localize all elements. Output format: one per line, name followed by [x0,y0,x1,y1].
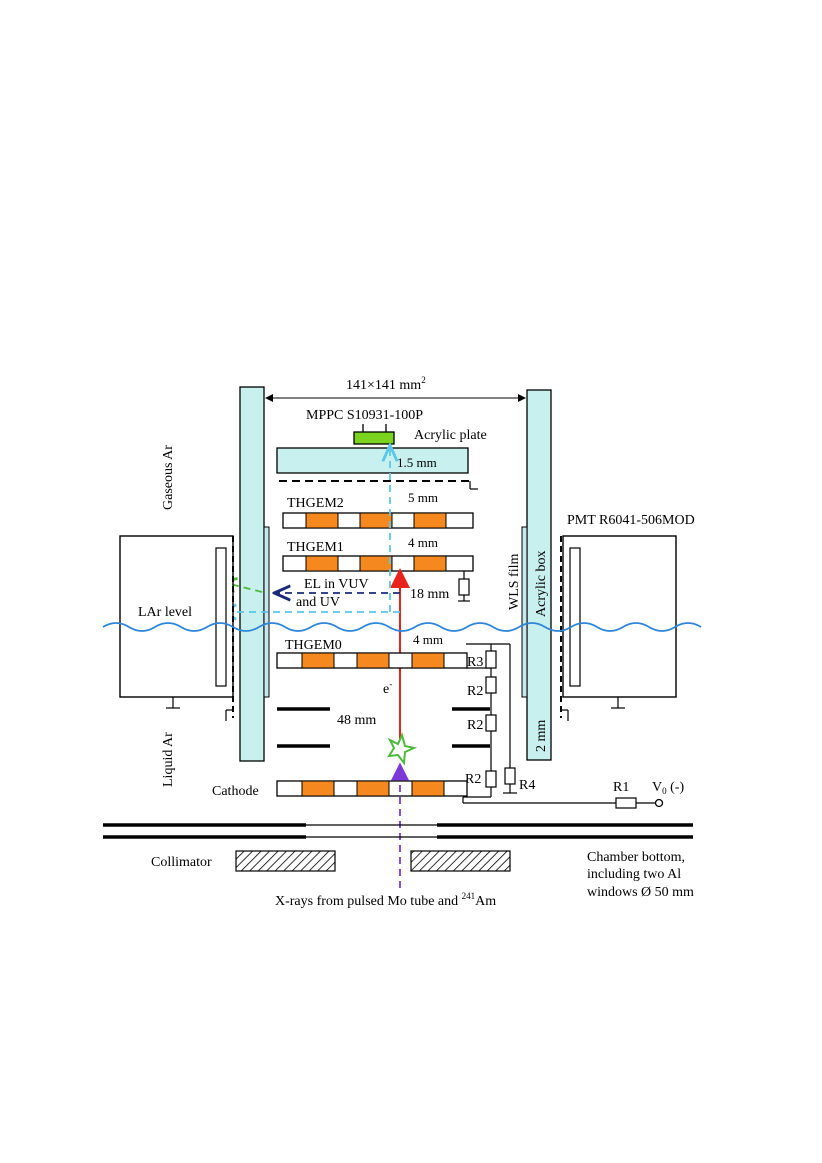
r4-label: R4 [519,778,535,793]
wls-film-label: WLS film [507,554,522,610]
liquid-surface [102,622,702,632]
liquid-ar-label: Liquid Ar [161,732,176,787]
gap-2mm-label: 2 mm [534,720,549,752]
gaseous-ar-label: Gaseous Ar [161,445,176,510]
cathode [276,780,468,797]
mppc-sensor [353,431,395,445]
collimator-label: Collimator [151,855,212,870]
r3-label: R3 [467,655,483,670]
gap-48mm-label: 48 mm [337,713,376,728]
gap-4mm-bottom-label: 4 mm [413,632,443,647]
resistor-r4 [504,767,516,785]
thgem0 [276,652,468,669]
resistor-r2-c [485,770,497,788]
acrylic-plate-label: Acrylic plate [414,428,487,443]
gap-plate-label: 1.5 mm [397,455,437,470]
r2-c-label: R2 [465,772,481,787]
thgem1-label: THGEM1 [287,540,344,555]
r2-a-label: R2 [467,684,483,699]
pmt-label: PMT R6041-506MOD [567,513,695,528]
pmt-left [119,535,234,721]
acrylic-box-label: Acrylic box [534,551,549,617]
el-label-line2: and UV [296,595,340,610]
divider-network [462,643,655,804]
r1-label: R1 [613,780,629,795]
electron-label: e- [383,679,392,697]
v0-terminal [654,798,664,808]
gap-18mm-label: 18 mm [410,587,449,602]
dimension-label: 141×141 mm2 [346,375,426,393]
resistor-r1 [615,797,637,809]
resistor-r2-b [485,714,497,732]
resistor-r2-a [485,676,497,694]
xray-label: X-rays from pulsed Mo tube and 241Am [275,891,496,909]
gap-4mm-top-label: 4 mm [408,535,438,550]
chamber-bottom [103,823,693,839]
wls-film-right [521,526,528,698]
chamber-label-line3: windows Ø 50 mm [587,885,694,900]
resistor-r3 [485,650,497,669]
interaction-star-icon [387,732,418,766]
collimator-block-right [410,850,511,872]
chamber-label-line1: Chamber bottom, [587,850,685,865]
green-light-arrow [222,582,263,592]
el-label-line1: EL in VUV [304,577,369,592]
r2-b-label: R2 [467,718,483,733]
thgem2 [282,512,474,529]
pmt-right [560,535,677,721]
chamber-label-line2: including two Al [587,867,681,882]
resistor-thgem1 [458,578,470,596]
thgem2-label: THGEM2 [287,496,344,511]
gap-5mm-label: 5 mm [408,490,438,505]
lar-level-label: LAr level [138,605,192,620]
acrylic-wall-left [239,386,265,762]
v0-label: V0 (-) [652,780,684,796]
thgem0-label: THGEM0 [285,638,342,653]
thgem1 [282,555,474,572]
mppc-label: MPPC S10931-100P [306,408,423,423]
cathode-label: Cathode [212,784,259,799]
collimator-block-left [235,850,336,872]
acrylic-plate [276,447,469,474]
